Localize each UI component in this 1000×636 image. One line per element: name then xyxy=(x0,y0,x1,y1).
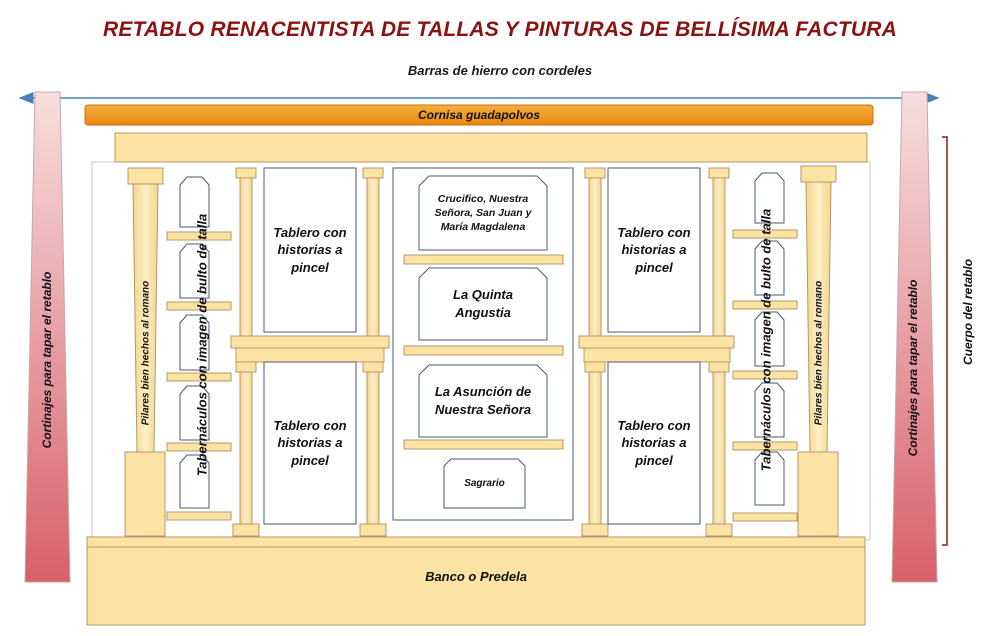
sagrario-label: Sagrario xyxy=(464,477,505,489)
curtain-left xyxy=(24,91,71,583)
tablero-top-right-label: Tablero con historias a pincel xyxy=(617,224,691,275)
tabernaculos-right-shelves xyxy=(732,229,798,522)
pilar-right xyxy=(797,165,839,537)
diagram-title: RETABLO RENACENTISTA DE TALLAS Y PINTURA… xyxy=(102,18,898,41)
tabernaculos-left xyxy=(179,176,210,509)
columns xyxy=(230,167,735,537)
tablero-panels xyxy=(263,167,701,525)
curtain-right xyxy=(891,91,938,583)
cuerpo-bracket xyxy=(942,136,948,546)
cornisa-label: Cornisa guadapolvos xyxy=(417,107,541,122)
central-panels xyxy=(418,175,548,509)
tablero-top-left-label: Tablero con historias a pincel xyxy=(273,224,347,275)
banco-label: Banco o Predela xyxy=(425,569,527,585)
tabernaculos-right-label: Tabernáculos con imagen de bulto de tall… xyxy=(758,208,774,472)
barras-label: Barras de hierro con cordeles xyxy=(407,63,593,78)
cortinajes-left-label: Cortinajes para tapar el retablo xyxy=(40,271,54,449)
cortinajes-right-label: Cortinajes para tapar el retablo xyxy=(906,279,920,457)
entablature xyxy=(114,132,868,163)
pilar-left xyxy=(124,167,166,537)
pilares-left-label: Pilares bien hechos al romano xyxy=(140,280,152,426)
quinta-angustia-label: La Quinta Angustia xyxy=(453,287,513,320)
tablero-bottom-left-label: Tablero con historias a pincel xyxy=(273,417,347,468)
tablero-bottom-right-label: Tablero con historias a pincel xyxy=(617,417,691,468)
tabernaculos-left-label: Tabernáculos con imagen de bulto de tall… xyxy=(194,213,210,477)
pilares-right-label: Pilares bien hechos al romano xyxy=(813,280,825,426)
crucifijo-label: Crucifico, Nuestra Señora, San Juan y Ma… xyxy=(434,192,532,234)
cuerpo-label: Cuerpo del retablo xyxy=(961,258,975,366)
banco-predela xyxy=(86,546,866,626)
banco-top-molding xyxy=(86,536,866,548)
tabernaculos-left-shelves xyxy=(166,231,232,521)
central-shelves xyxy=(403,254,564,450)
cornisa-band xyxy=(84,104,874,126)
asuncion-label: La Asunción de Nuestra Señora xyxy=(434,384,532,417)
tabernaculos-right xyxy=(754,172,785,506)
